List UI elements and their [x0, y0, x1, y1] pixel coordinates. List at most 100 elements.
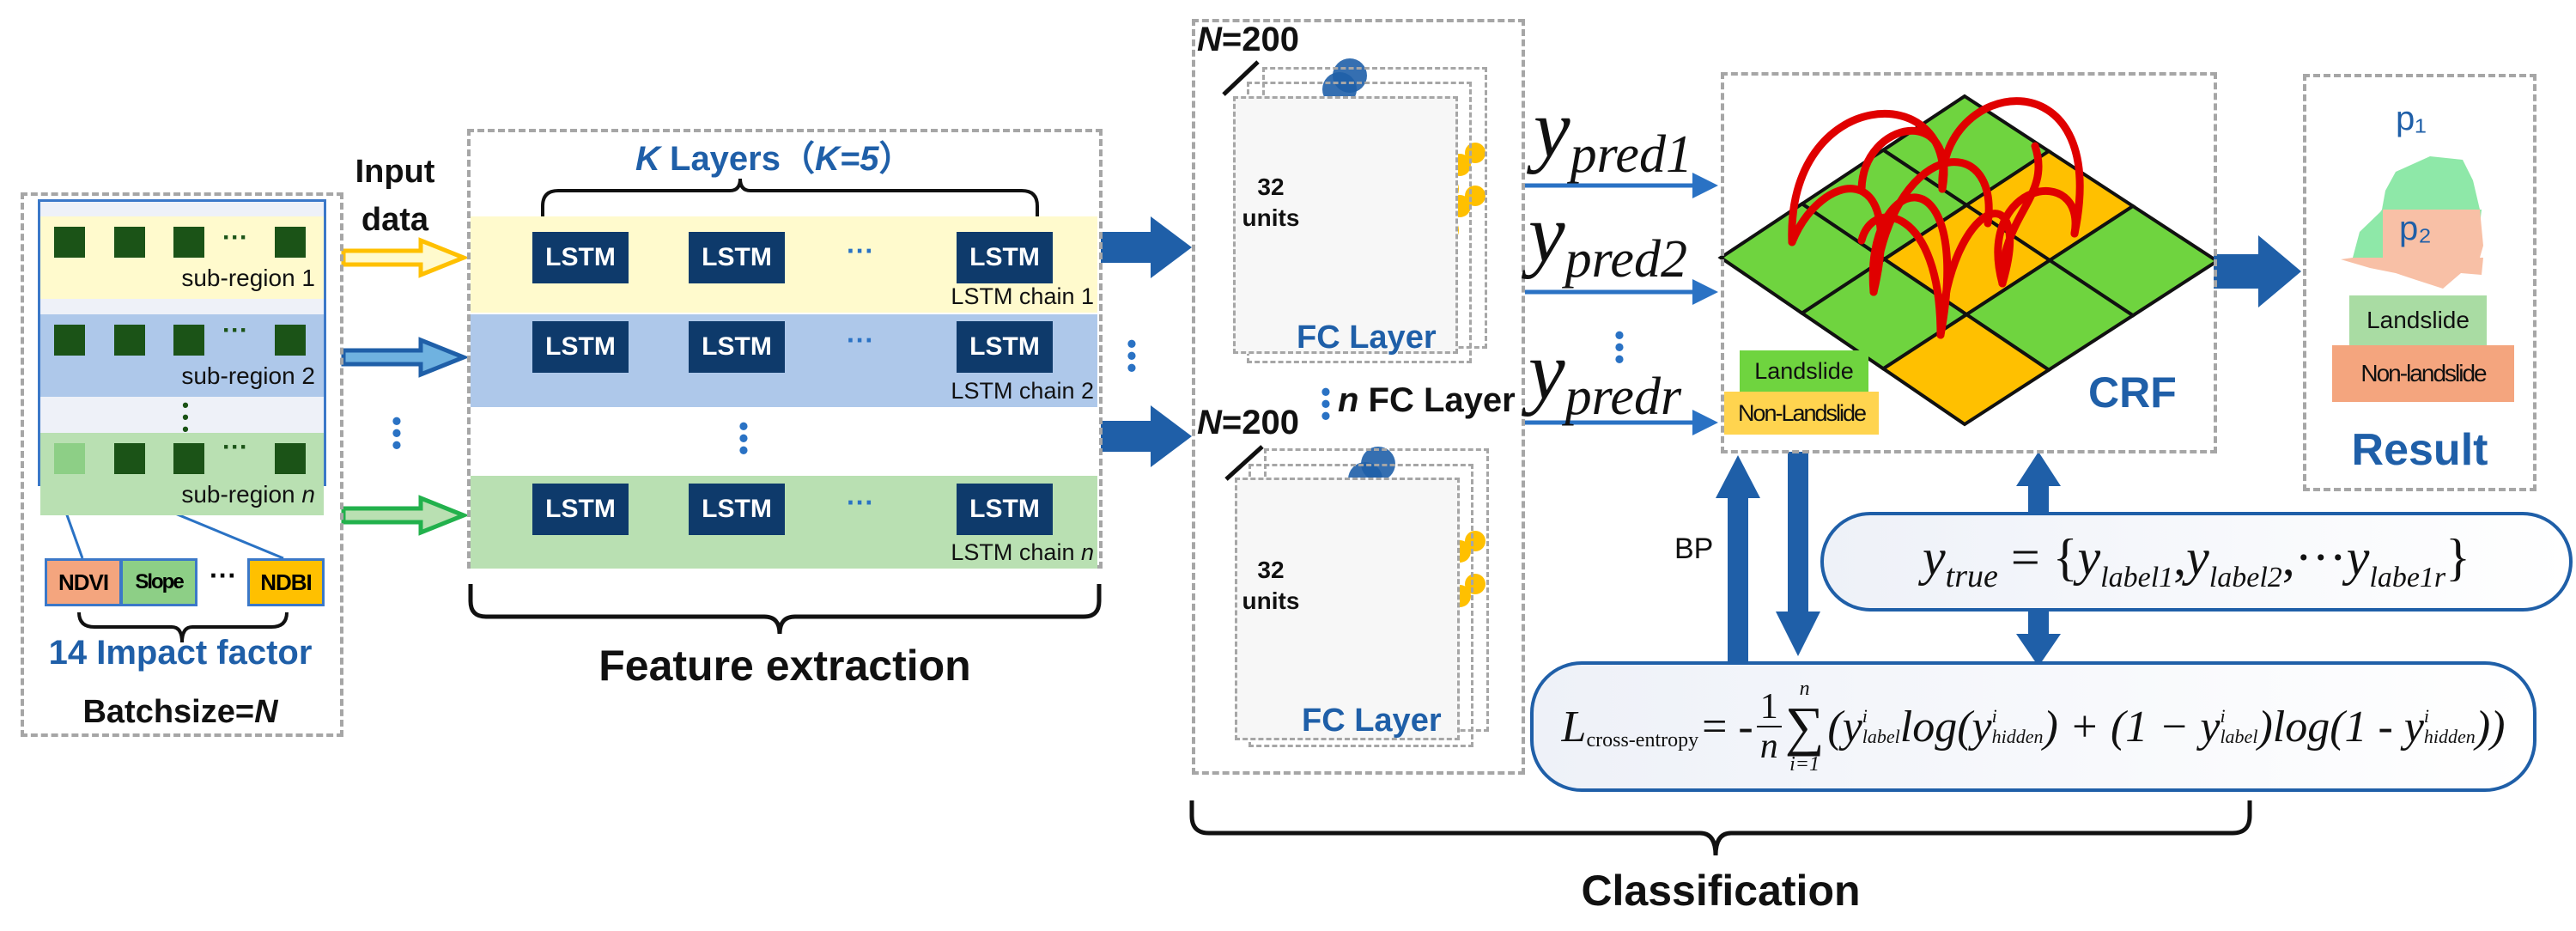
input-data-line2: data: [361, 202, 429, 238]
batchsize-prefix: Batchsize=: [82, 694, 255, 730]
pred-base: y: [1528, 325, 1565, 417]
lstm-cell[interactable]: LSTM: [957, 484, 1053, 535]
sub-region-label: sub-region 2: [181, 362, 315, 389]
term-base: y: [2346, 529, 2370, 586]
vertical-ellipsis: •••: [1321, 376, 1331, 431]
term-sub: label2: [2208, 562, 2282, 593]
sub-region-label-prefix: sub-region: [181, 481, 302, 508]
n-200-label-top: N=200: [1197, 21, 1299, 59]
pred-sub: pred2: [1564, 230, 1687, 289]
chain-ellipsis: ···: [847, 235, 874, 266]
grid-cell: [114, 443, 145, 474]
batchsize-var: N: [254, 694, 278, 730]
grid-cell: [114, 325, 145, 356]
input-arrow-2: [341, 337, 470, 378]
grid-cell: [275, 443, 306, 474]
to-fc-arrow-1: [1101, 216, 1192, 278]
term-sub: labe1r: [2369, 562, 2446, 593]
grid-cell: [173, 443, 204, 474]
close: }: [2445, 529, 2470, 586]
batchsize-label: Batchsize=N: [34, 694, 326, 731]
classification-title: Classification: [1581, 867, 1861, 915]
ytrue-to-crf-arrow: [2016, 452, 2061, 512]
lstm-cell[interactable]: LSTM: [689, 321, 785, 373]
body-part: )): [2475, 702, 2506, 751]
lstm-cell[interactable]: LSTM: [532, 484, 629, 535]
sup: i: [2423, 705, 2430, 727]
n-value: =200: [1221, 21, 1299, 58]
n-var: N: [1197, 404, 1222, 441]
crf-cell: [1880, 312, 2052, 427]
y-true-formula: ytrue = {ylabel1,ylabel2,···ylabe1r}: [1923, 528, 2470, 595]
chain-label-prefix: LSTM chain: [951, 539, 1081, 565]
pred-sub: predr: [1564, 368, 1682, 426]
units-count: 32: [1257, 557, 1285, 583]
result-p2: p₂: [2399, 210, 2432, 247]
to-result-arrow: [2214, 235, 2301, 307]
body-part: )log(1 - y: [2257, 702, 2424, 751]
factor-slope[interactable]: Slope: [120, 558, 197, 606]
ellipsis: ···: [222, 316, 248, 344]
classification-brace: [1189, 800, 2252, 856]
vertical-ellipsis: •••: [392, 405, 402, 460]
sub-region-1[interactable]: ··· sub-region 1: [40, 216, 324, 299]
units-label-top: 32 units: [1236, 172, 1305, 234]
k-layers-prefix: K: [635, 140, 660, 178]
input-data-label: Input data: [343, 148, 447, 244]
ytrue-to-loss-arrow: [2016, 612, 2061, 666]
crf-title: CRF: [2088, 368, 2177, 417]
lstm-cell[interactable]: LSTM: [689, 484, 785, 535]
sub-region-2[interactable]: ··· sub-region 2: [40, 314, 324, 397]
factor-ndvi[interactable]: NDVI: [45, 558, 122, 606]
input-arrow-1: [341, 237, 470, 278]
chain-label: LSTM chain n: [926, 539, 1094, 566]
lstm-cell[interactable]: LSTM: [532, 232, 629, 283]
grid-cell: [54, 325, 85, 356]
units-word: units: [1242, 204, 1300, 231]
ellipsis: ···: [222, 223, 248, 252]
term-base: y: [2077, 529, 2101, 586]
crf-legend-landslide: Landslide: [1740, 350, 1868, 392]
factor-brace: [77, 612, 289, 643]
lstm-cell[interactable]: LSTM: [957, 321, 1053, 373]
units-label-bottom: 32 units: [1236, 555, 1305, 617]
result-legend-non-landslide: Non-landslide: [2332, 345, 2514, 402]
sub-region-n[interactable]: ··· sub-region n: [40, 433, 324, 515]
prediction-arrows: [1525, 173, 1718, 435]
k-value: K=5: [815, 140, 879, 178]
pred-base: y: [1528, 187, 1565, 279]
feature-extraction-brace: [468, 584, 1102, 635]
result-map: [2341, 156, 2483, 289]
feature-extraction-title: Feature extraction: [598, 642, 971, 690]
result-p1: p₁: [2396, 100, 2427, 137]
sum-top: n: [1799, 678, 1810, 700]
grid-cell: [275, 325, 306, 356]
fc-layer-label-top: FC Layer: [1297, 319, 1437, 356]
bp-down-arrow: [1776, 452, 1820, 656]
input-panel: [21, 192, 343, 737]
lstm-cell[interactable]: LSTM: [532, 321, 629, 373]
lstm-cell[interactable]: LSTM: [957, 232, 1053, 283]
result-legend-landslide: Landslide: [2349, 295, 2487, 345]
term-sep: ,: [2173, 529, 2187, 586]
frac-num: 1: [1756, 688, 1782, 727]
grid-cell: [275, 227, 306, 258]
chain-label: LSTM chain 2: [951, 378, 1094, 404]
y-pred-1: ypred1: [1534, 88, 1692, 196]
summation: n ∑ i=1: [1785, 677, 1825, 776]
body-part: log(y: [1899, 702, 1992, 751]
n-fc-layer-label: n FC Layer: [1338, 381, 1516, 420]
lstm-cell[interactable]: LSTM: [689, 232, 785, 283]
crf-legend-non-landslide: Non-Landslide: [1724, 392, 1879, 435]
units-word: units: [1242, 587, 1300, 614]
units-count: 32: [1257, 173, 1285, 200]
result-title: Result: [2351, 425, 2488, 475]
factor-ndbi[interactable]: NDBI: [247, 558, 325, 606]
lhs-base: y: [1923, 529, 1946, 586]
sum-bottom: i=1: [1789, 753, 1820, 776]
eq: = -: [1702, 702, 1753, 751]
grid-cell: [173, 227, 204, 258]
